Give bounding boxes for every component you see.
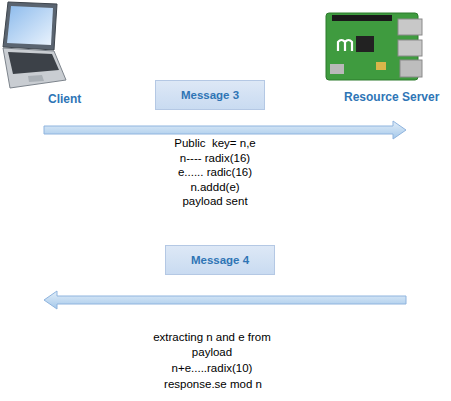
message-arrow — [44, 291, 406, 309]
laptop-illustration — [3, 2, 66, 88]
note-line: n---- radix(16) — [65, 151, 365, 165]
laptop-base — [3, 48, 66, 88]
note-line: response.se mod n — [63, 377, 363, 391]
note-line: payload — [62, 345, 362, 359]
board-component — [330, 64, 344, 74]
laptop-screen-frame — [3, 2, 57, 50]
note-line: extracting n and e from — [62, 330, 362, 344]
ethernet-port — [400, 60, 422, 77]
note-line: Public key= n,e — [65, 136, 365, 150]
gpio-header — [332, 15, 392, 21]
usb-port — [398, 40, 422, 56]
endpoint-label: Resource Server — [344, 90, 439, 104]
message-box: Message 4 — [165, 245, 275, 275]
processor-chip — [356, 36, 374, 52]
message-label: Message 3 — [181, 88, 239, 102]
usb-port — [398, 19, 422, 35]
note-line: n+e.....radix(10) — [62, 361, 362, 375]
note-line: payload sent — [65, 194, 365, 208]
endpoint-node: Resource Server — [406, 0, 451, 320]
message-arrow — [44, 121, 406, 139]
laptop-display — [7, 6, 53, 45]
laptop-keyboard — [8, 52, 59, 74]
endpoint-node: Client — [0, 0, 44, 320]
board-logo — [338, 40, 352, 51]
laptop-touchpad — [28, 75, 44, 82]
endpoint-label: Client — [48, 92, 81, 106]
message-label: Message 4 — [191, 253, 249, 267]
message-box: Message 3 — [155, 80, 265, 110]
note-line: e...... radic(16) — [65, 165, 365, 179]
board-component — [376, 62, 386, 70]
note-line: n.addd(e) — [65, 180, 365, 194]
board-illustration — [326, 13, 422, 80]
